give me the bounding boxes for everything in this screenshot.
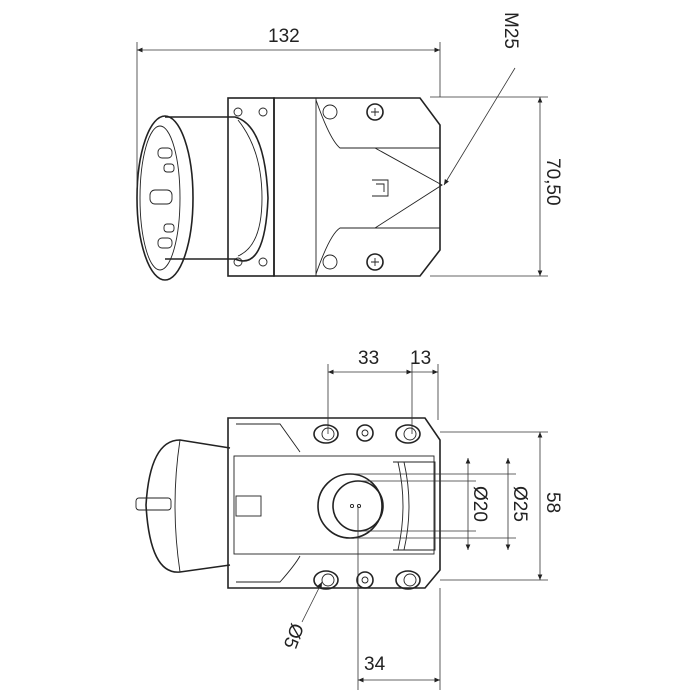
thread-size-label: M25 (500, 12, 521, 49)
width-dimension-label: 132 (268, 26, 300, 47)
bottom-view: 33 13 Ø20 Ø25 58 Ø5 34 (135, 348, 563, 690)
edge-offset-label: 13 (410, 348, 431, 369)
hole-spacing-label: 33 (358, 348, 379, 369)
plug-body (145, 439, 231, 573)
inner-diameter-label: Ø20 (469, 486, 490, 522)
screw-icon (356, 424, 374, 442)
screw-icon (356, 571, 374, 589)
screw-icon (366, 103, 384, 121)
side-view: 132 M25 70,50 (136, 12, 563, 281)
center-offset-label: 34 (364, 654, 386, 675)
mounting-holes (313, 424, 421, 590)
screw-icon (366, 253, 384, 271)
hole-diameter-label: Ø5 (279, 620, 307, 651)
outer-diameter-label: Ø25 (509, 486, 530, 522)
height-dimension-label: 70,50 (542, 158, 563, 206)
housing-base (227, 417, 441, 589)
plug-pins-icon (149, 147, 175, 249)
housing-body (273, 97, 441, 277)
plug-face (136, 115, 194, 281)
depth-dimension-label: 58 (542, 492, 563, 513)
